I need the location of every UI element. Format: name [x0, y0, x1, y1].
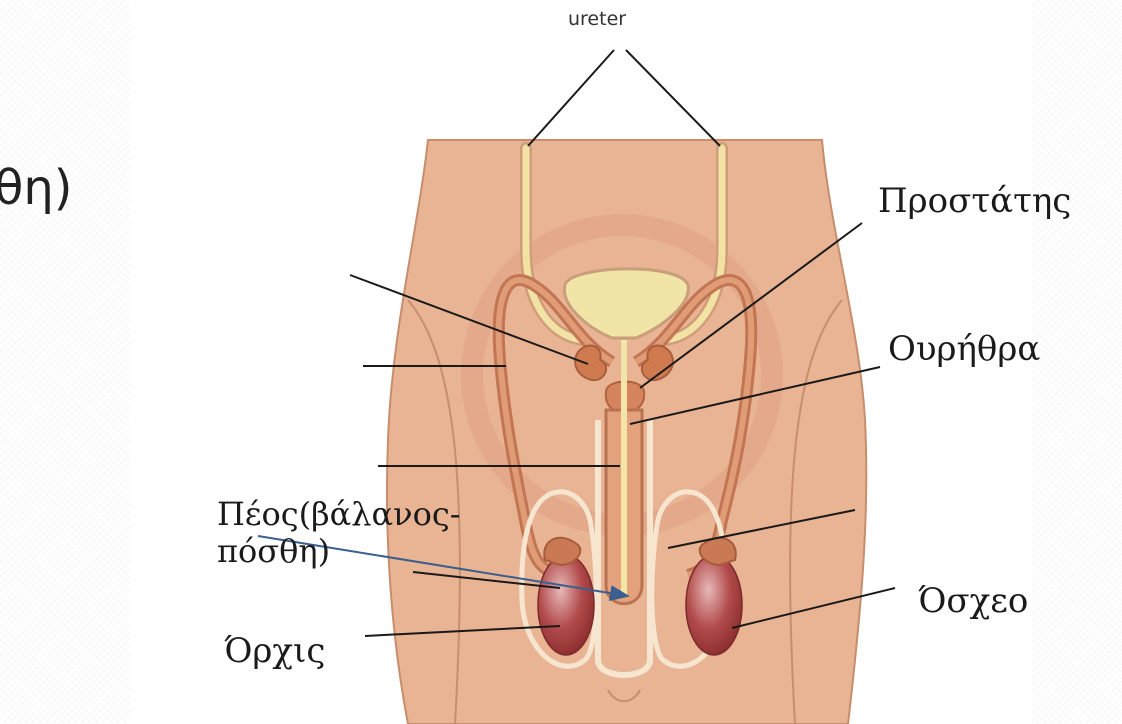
prostate-label: Προστάτης — [878, 182, 1071, 221]
epididymis-left — [544, 538, 580, 565]
testis-label: Όρχις — [224, 632, 325, 671]
ureter-leader-left — [528, 50, 614, 146]
penis-label-line2: πόσθη) — [217, 533, 461, 570]
urethra-label: Ουρήθρα — [888, 330, 1040, 369]
testis-left — [538, 555, 594, 655]
epididymis-right — [700, 538, 736, 565]
testis-right — [686, 555, 742, 655]
ureter-label: ureter — [568, 8, 626, 30]
penis-label: Πέος(βάλανος- πόσθη) — [217, 496, 461, 570]
scrotum-label: Όσχεο — [918, 582, 1028, 621]
penis-label-line1: Πέος(βάλανος- — [217, 496, 461, 533]
ureter-leader-right — [626, 50, 720, 146]
